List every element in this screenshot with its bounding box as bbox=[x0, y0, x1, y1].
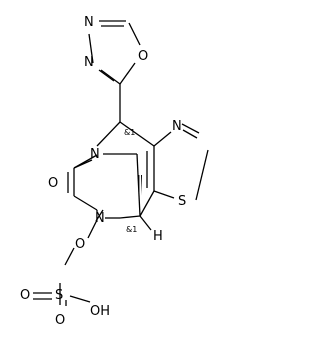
atom-o-sulfate-double-left: O bbox=[20, 288, 30, 303]
atom-n-thiazole: N bbox=[172, 119, 182, 134]
oxadiazole-ring-bonds bbox=[88, 20, 141, 85]
atom-n-oxadiazole-left: N bbox=[84, 55, 94, 70]
stereo-label-upper: &1 bbox=[124, 128, 135, 137]
chemical-structure-diagram: N N O N S N O N O S O O OH H &1 &1 bbox=[20, 15, 209, 328]
atom-o-link: O bbox=[75, 237, 85, 252]
atom-n-oxadiazole-top: N bbox=[84, 15, 94, 30]
stereo-labels: &1 &1 bbox=[124, 128, 137, 234]
atom-n-bridge: N bbox=[90, 147, 100, 162]
atom-oh-sulfate: OH bbox=[90, 304, 110, 319]
bridge-bonds bbox=[103, 153, 152, 231]
atom-o-carbonyl: O bbox=[48, 176, 58, 191]
atom-o-oxadiazole: O bbox=[138, 49, 148, 64]
bicyclic-core-bonds bbox=[67, 84, 209, 222]
atom-h-bridgehead: H bbox=[153, 229, 163, 244]
sulfate-bonds bbox=[33, 219, 98, 306]
atom-labels: N N O N S N O N O S O O OH H bbox=[20, 15, 186, 328]
atom-o-sulfate-double-down: O bbox=[55, 313, 65, 328]
atom-n-amide: N bbox=[95, 211, 105, 226]
atom-s-thiazole: S bbox=[178, 194, 186, 209]
atom-s-sulfate: S bbox=[55, 288, 63, 303]
stereo-label-lower: &1 bbox=[126, 225, 137, 234]
